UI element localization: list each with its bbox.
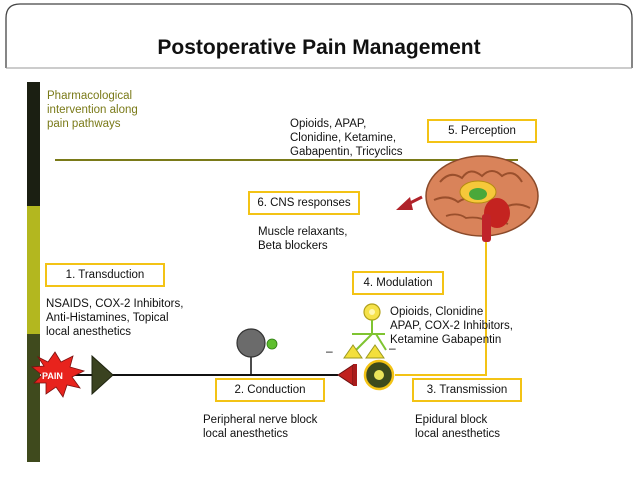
modulation-neuron-core <box>369 309 375 315</box>
transmission-box: 3. Transmission <box>412 378 522 402</box>
conduction-drug-line: local anesthetics <box>203 428 289 440</box>
cns-responses-box: 6. CNS responses <box>248 191 360 215</box>
transmission-label: 3. Transmission <box>426 384 508 396</box>
perception-drug-line: Clonidine, Ketamine, <box>290 132 397 144</box>
synapse-terminal-icon <box>337 364 354 386</box>
transmission-drug-line: Epidural block <box>415 414 488 426</box>
transmission-drug-line: local anesthetics <box>415 428 501 440</box>
neuron-cell-body-icon <box>236 328 266 358</box>
cns-drugs: Muscle relaxants, Beta blockers <box>258 225 347 253</box>
conduction-drug-line: Peripheral nerve block <box>203 414 318 426</box>
left-bar-top <box>27 82 40 206</box>
pathway-intro-text: Pharmacological intervention along pain … <box>47 89 138 131</box>
page-title: Postoperative Pain Management <box>157 36 481 59</box>
conduction-label: 2. Conduction <box>234 384 306 396</box>
transduction-drugs: NSAIDS, COX-2 Inhibitors, Anti-Histamine… <box>46 297 183 339</box>
synapse-bar <box>353 364 357 386</box>
perception-box: 5. Perception <box>427 119 537 143</box>
slide-frame <box>5 3 633 68</box>
inhibitory-sign-left: – <box>326 344 333 358</box>
cns-drug-line: Beta blockers <box>258 240 328 252</box>
cns-arrow-head <box>396 197 413 210</box>
cns-responses-label: 6. CNS responses <box>257 197 351 209</box>
transmission-neuron-core <box>374 370 384 380</box>
left-bar-middle <box>27 206 40 334</box>
perception-drugs: Opioids, APAP, Clonidine, Ketamine, Gaba… <box>290 117 403 159</box>
perception-drug-line: Gabapentin, Tricyclics <box>290 146 403 158</box>
transduction-label: 1. Transduction <box>65 269 145 281</box>
transduction-drug-line: local anesthetics <box>46 326 132 338</box>
conduction-drugs: Peripheral nerve block local anesthetics <box>203 413 317 441</box>
pathway-intro-line: intervention along <box>47 104 138 116</box>
inhibitory-sign-right: – <box>389 341 396 355</box>
modulation-branch-right <box>375 333 387 351</box>
brain-icon <box>425 155 539 242</box>
pain-label: PAIN <box>42 371 63 381</box>
transmission-drugs: Epidural block local anesthetics <box>415 413 500 441</box>
modulation-branch-left <box>355 333 373 351</box>
modulation-drug-line: Ketamine Gabapentin <box>390 334 502 346</box>
inhibitory-terminal-left-icon <box>343 344 363 359</box>
perception-label: 5. Perception <box>448 125 516 137</box>
spinal-pathway-line <box>395 242 487 376</box>
modulation-drug-line: APAP, COX-2 Inhibitors, <box>390 320 513 332</box>
inhibitory-terminal-right-icon <box>365 344 385 359</box>
pathway-intro-line: pain pathways <box>47 118 121 130</box>
pain-burst-icon <box>30 351 86 398</box>
modulation-drugs: Opioids, Clonidine APAP, COX-2 Inhibitor… <box>390 305 513 347</box>
modulation-drug-line: Opioids, Clonidine <box>390 306 484 318</box>
cns-drug-line: Muscle relaxants, <box>258 226 348 238</box>
modulation-box: 4. Modulation <box>352 271 444 295</box>
pathway-intro-line: Pharmacological <box>47 90 133 102</box>
green-dot-icon <box>266 338 278 350</box>
modulation-label: 4. Modulation <box>363 277 433 289</box>
transduction-drug-line: NSAIDS, COX-2 Inhibitors, <box>46 298 184 310</box>
transduction-drug-line: Anti-Histamines, Topical <box>46 312 169 324</box>
receptor-terminal-icon <box>91 354 114 396</box>
left-bar-bottom <box>27 334 40 462</box>
perception-drug-line: Opioids, APAP, <box>290 118 367 130</box>
conduction-box: 2. Conduction <box>215 378 325 402</box>
transduction-box: 1. Transduction <box>45 263 165 287</box>
